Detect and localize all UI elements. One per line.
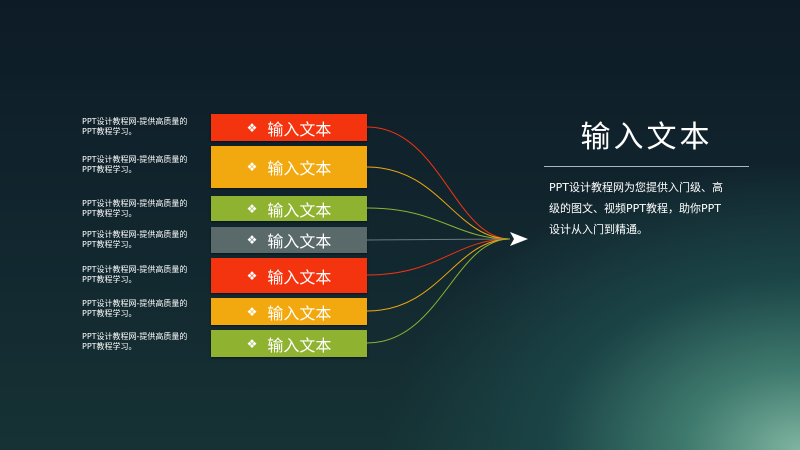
label-box-text: 输入文本 — [267, 232, 332, 251]
diamond-cluster-icon: ❖ — [246, 304, 258, 319]
row-description-6: PPT设计教程网-提供高质量的 PPT教程学习。 — [82, 299, 207, 319]
row-description-3: PPT设计教程网-提供高质量的 PPT教程学习。 — [82, 199, 207, 219]
row-description-line: PPT教程学习。 — [82, 165, 137, 174]
label-box-5: ❖ 输入文本 — [211, 258, 367, 293]
diamond-cluster-icon: ❖ — [246, 336, 258, 351]
label-box-7: ❖ 输入文本 — [211, 330, 367, 357]
summary-body: PPT设计教程网为您提供入门级、高 级的图文、视频PPT教程，助你PPT 设计从… — [549, 177, 749, 240]
row-description-line: PPT教程学习。 — [82, 342, 137, 351]
diamond-cluster-icon: ❖ — [246, 233, 258, 247]
diamond-cluster-icon: ❖ — [246, 268, 258, 283]
label-box-6: ❖ 输入文本 — [211, 298, 367, 325]
connector-curve-5 — [366, 238, 511, 276]
connector-curve-7 — [366, 238, 511, 344]
row-description-4: PPT设计教程网-提供高质量的 PPT教程学习。 — [82, 230, 207, 250]
row-description-line: PPT设计教程网-提供高质量的 — [82, 199, 188, 208]
connector-curve-1 — [366, 126, 511, 240]
row-description-5: PPT设计教程网-提供高质量的 PPT教程学习。 — [82, 265, 207, 285]
row-description-2: PPT设计教程网-提供高质量的 PPT教程学习。 — [82, 155, 207, 175]
connector-curve-2 — [366, 166, 511, 240]
row-description-line: PPT设计教程网-提供高质量的 — [82, 265, 188, 274]
label-box-4: ❖ 输入文本 — [211, 227, 367, 253]
label-box-1: ❖ 输入文本 — [211, 114, 367, 141]
connector-curve-4 — [366, 238, 511, 241]
row-description-line: PPT教程学习。 — [82, 275, 137, 284]
label-box-text: 输入文本 — [267, 335, 332, 355]
row-description-line: PPT教程学习。 — [82, 309, 137, 318]
summary-body-line: 级的图文、视频PPT教程，助你PPT — [549, 202, 721, 215]
label-box-text: 输入文本 — [267, 303, 332, 323]
summary-body-line: 设计从入门到精通。 — [549, 223, 648, 236]
label-box-3: ❖ 输入文本 — [211, 196, 367, 221]
row-description-1: PPT设计教程网-提供高质量的 PPT教程学习。 — [82, 117, 207, 137]
row-description-line: PPT设计教程网-提供高质量的 — [82, 332, 188, 341]
arrow-head-icon — [510, 232, 528, 246]
connector-curve-3 — [366, 207, 511, 240]
connector-curve-6 — [366, 238, 511, 312]
row-description-line: PPT设计教程网-提供高质量的 — [82, 230, 188, 239]
summary-body-line: PPT设计教程网为您提供入门级、高 — [549, 181, 723, 194]
diamond-cluster-icon: ❖ — [246, 201, 258, 216]
summary-title: 输入文本 — [580, 120, 713, 155]
row-description-line: PPT教程学习。 — [82, 240, 137, 249]
label-box-text: 输入文本 — [267, 200, 332, 220]
diamond-cluster-icon: ❖ — [246, 160, 258, 174]
label-box-text: 输入文本 — [267, 119, 332, 139]
diamond-cluster-icon: ❖ — [246, 120, 258, 135]
row-description-line: PPT教程学习。 — [82, 209, 137, 218]
label-box-text: 输入文本 — [267, 267, 332, 287]
label-box-2: ❖ 输入文本 — [211, 146, 367, 188]
summary-divider — [544, 166, 749, 167]
label-box-text: 输入文本 — [267, 159, 332, 178]
row-description-line: PPT设计教程网-提供高质量的 — [82, 299, 188, 308]
row-description-line: PPT设计教程网-提供高质量的 — [82, 117, 188, 126]
row-description-line: PPT设计教程网-提供高质量的 — [82, 155, 188, 164]
row-description-7: PPT设计教程网-提供高质量的 PPT教程学习。 — [82, 332, 207, 352]
row-description-line: PPT教程学习。 — [82, 127, 137, 136]
